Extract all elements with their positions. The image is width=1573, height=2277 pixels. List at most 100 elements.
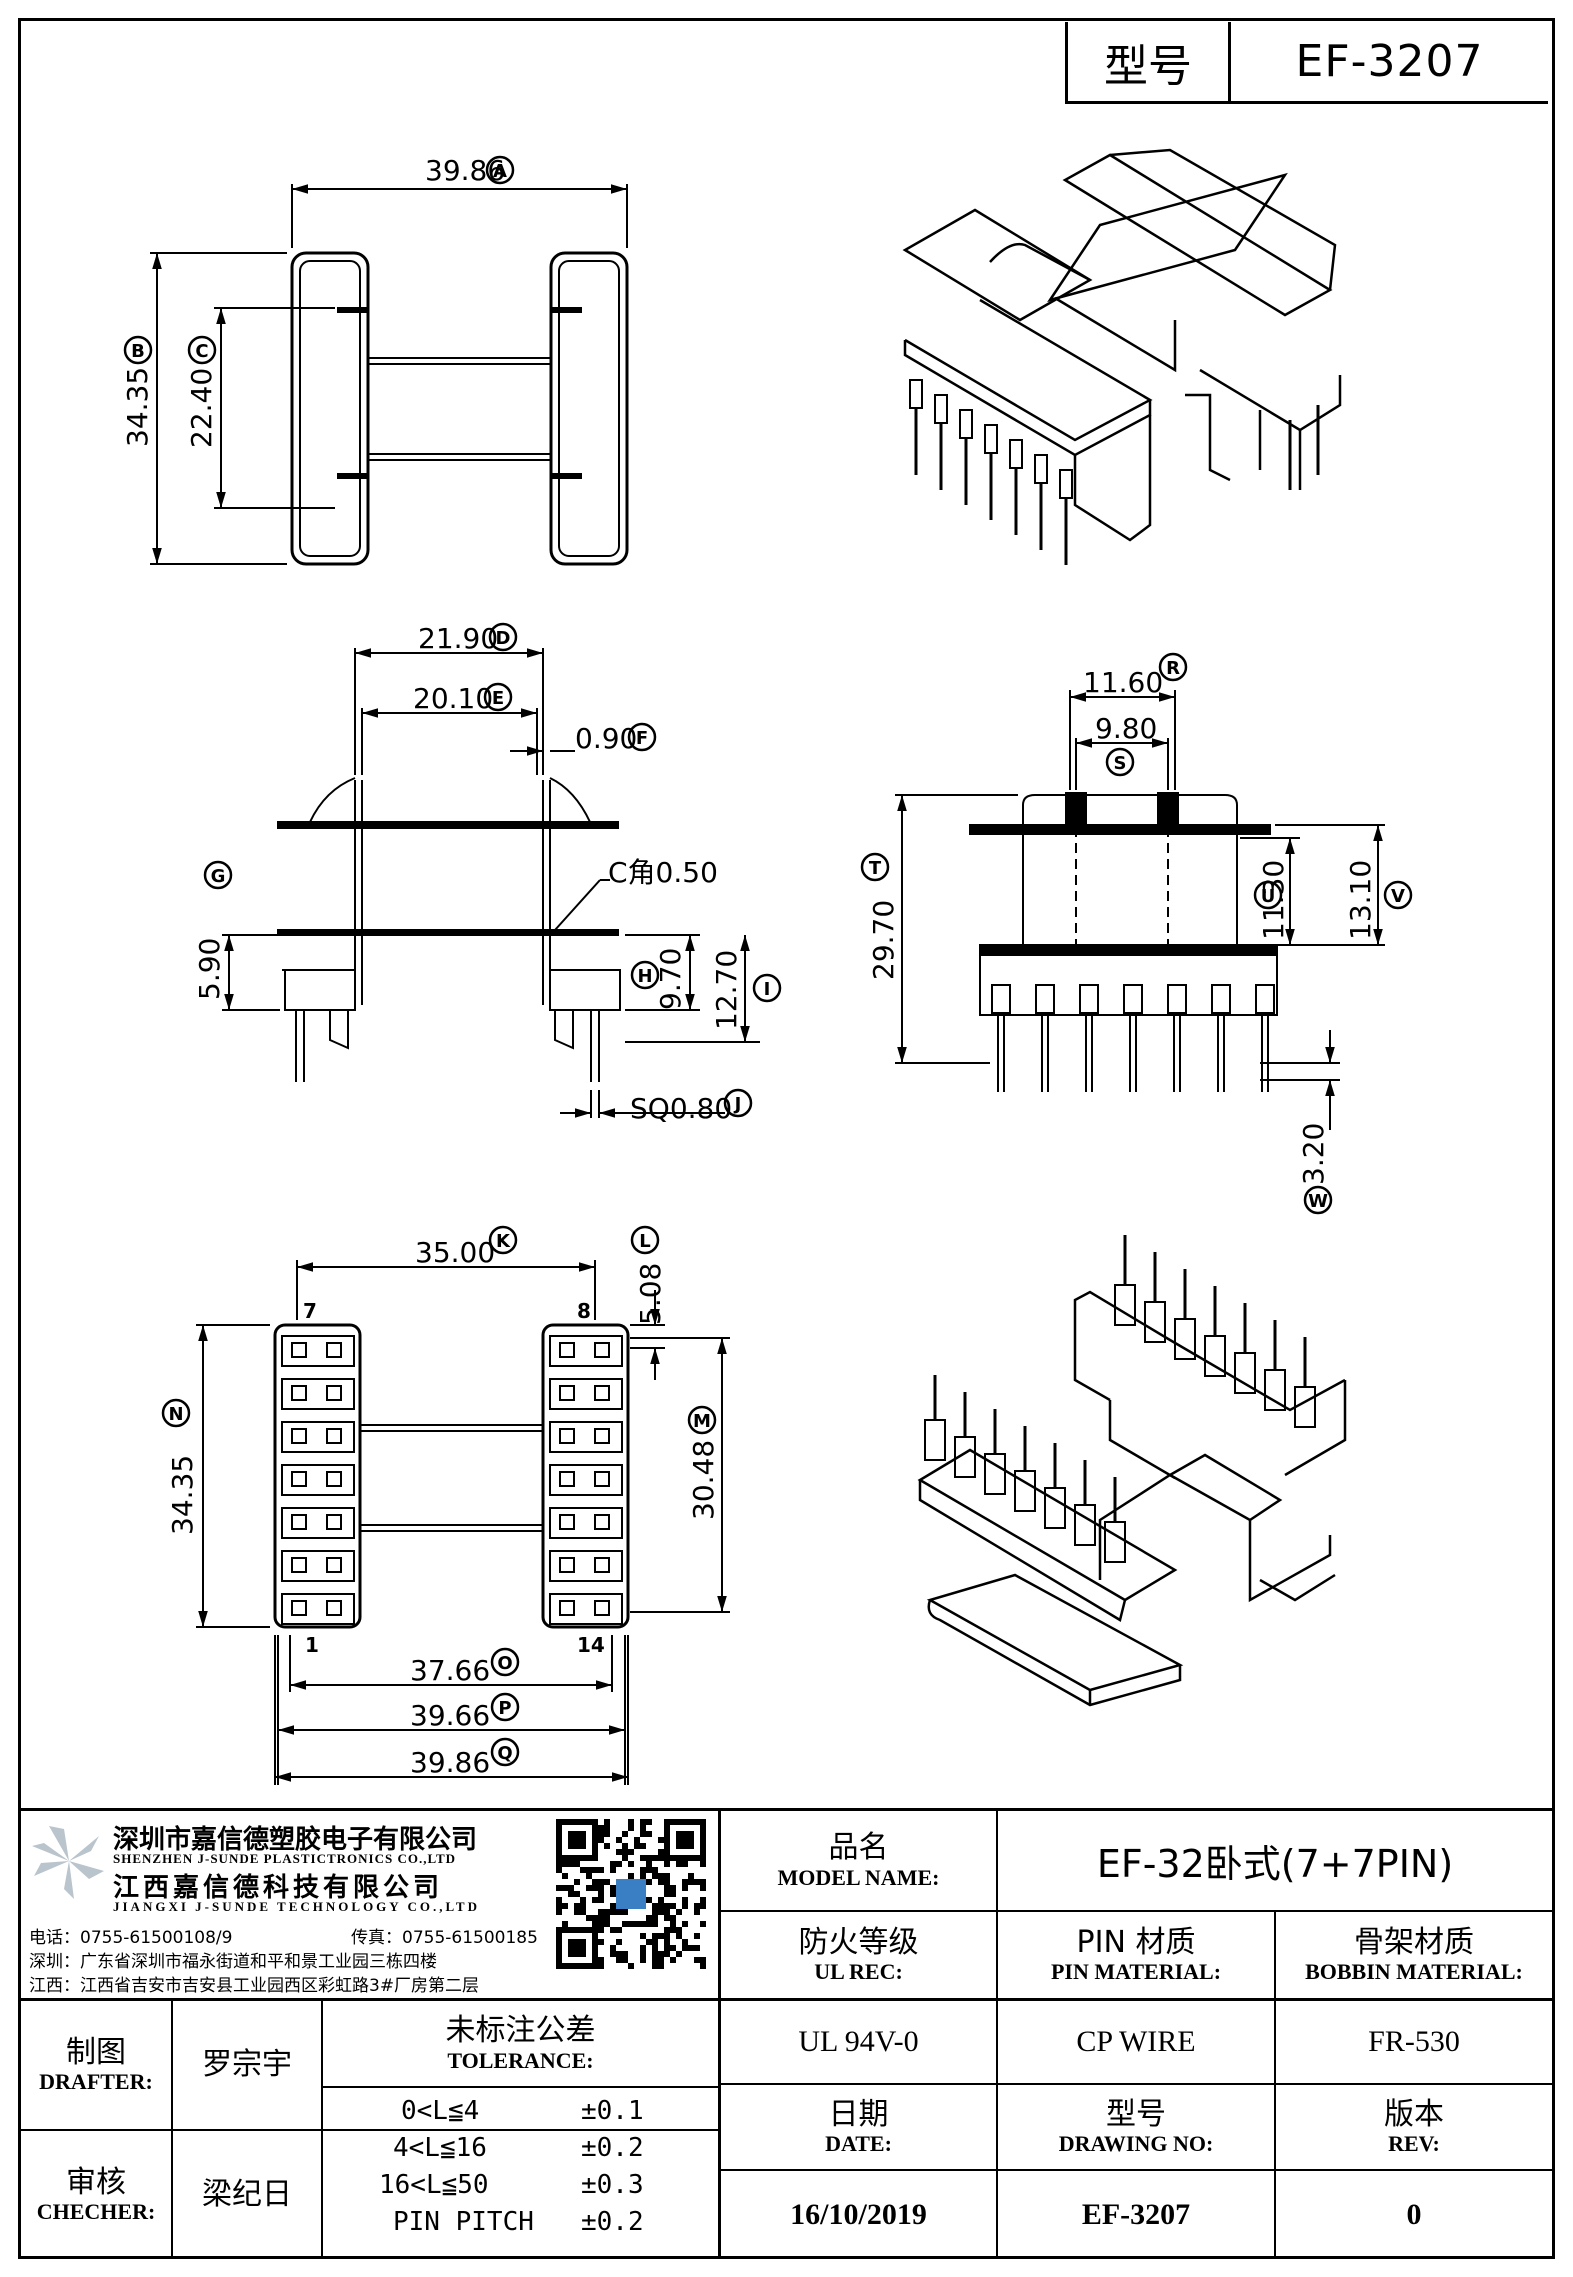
svg-text:T: T (869, 858, 882, 879)
dimension-marker-r: R (1158, 652, 1188, 682)
company-name-cn: 深圳市嘉信德塑胶电子有限公司 (113, 1825, 478, 1855)
dimension-marker-b: B (123, 335, 153, 365)
pin-pad (549, 1550, 623, 1582)
drawing-no-header: 型号 DRAWING NO: (1058, 2096, 1214, 2157)
svg-text:B: B (131, 341, 145, 362)
pin-pad (281, 1550, 355, 1582)
svg-text:I: I (764, 979, 771, 1000)
dimension-marker-w: W (1303, 1185, 1333, 1215)
tolerance-header: 未标注公差 TOLERANCE: (445, 2013, 596, 2073)
svg-text:N: N (168, 1404, 183, 1425)
dimension-marker-e: E (483, 682, 513, 712)
iso2-pin-front (924, 1375, 946, 1461)
iso2-pin-back (1144, 1252, 1166, 1343)
bobbin-material-value: FR-530 (1368, 2025, 1460, 2058)
dim-M-value: 30.48 (687, 1440, 720, 1520)
iso2-pin-back (1114, 1235, 1136, 1326)
dim-W-value: 3.20 (1297, 1123, 1330, 1185)
date-header: 日期 DATE: (825, 2096, 892, 2157)
title-block: 深圳市嘉信德塑胶电子有限公司 SHENZHEN J-SUNDE PLASTICT… (21, 1808, 1552, 2259)
dim-I-value: 12.70 (710, 950, 743, 1030)
company-name-en: SHENZHEN J-SUNDE PLASTICTRONICS CO.,LTD (113, 1851, 457, 1866)
model-box: 型号 EF-3207 (1065, 22, 1548, 104)
dimension-marker-i: I (752, 973, 782, 1003)
dim-K-value: 35.00 (415, 1236, 495, 1269)
model-value: EF-3207 (1295, 36, 1484, 87)
pin-pad (281, 1335, 355, 1367)
company-address-jiangxi: 江西：江西省吉安市吉安县工业园西区彩虹路3#厂房第二层 (29, 1976, 480, 1996)
dimension-marker-u: U (1253, 880, 1283, 910)
dim-chamfer-value: C角0.50 (608, 856, 718, 889)
dimension-marker-s: S (1105, 747, 1135, 777)
pin-pad (549, 1507, 623, 1539)
svg-text:K: K (496, 1231, 511, 1252)
bobbin-material-header: 骨架材质 BOBBIN MATERIAL: (1305, 1924, 1523, 1985)
svg-text:M: M (693, 1411, 711, 1432)
svg-text:A: A (493, 161, 507, 182)
tolerance-range-4: PIN PITCH (393, 2207, 534, 2237)
company2-name-cn: 江西嘉信德科技有限公司 (113, 1873, 444, 1903)
dim-H-value: 9.70 (654, 948, 687, 1010)
iso2-pin-front (954, 1392, 976, 1478)
pin-pad (549, 1464, 623, 1496)
pin-8-label: 8 (577, 1299, 591, 1323)
tolerance-value-2: ±0.2 (581, 2133, 644, 2163)
tolerance-range-1: 0<L≦4 (401, 2096, 480, 2126)
side-view (222, 648, 760, 1118)
dim-F-value: 0.90 (575, 722, 637, 755)
dimension-marker-q: Q (490, 1737, 520, 1767)
pin-pad (549, 1593, 623, 1625)
drawing-sheet (18, 18, 1555, 2259)
dim-V-value: 13.10 (1344, 860, 1377, 940)
svg-text:J: J (733, 1094, 742, 1115)
dimension-marker-h: H (630, 960, 660, 990)
svg-text:W: W (1308, 1191, 1328, 1212)
dimension-marker-g: G (203, 860, 233, 890)
tolerance-value-1: ±0.1 (581, 2096, 644, 2126)
dimension-marker-n: N (161, 1398, 191, 1428)
isometric-view-top (902, 148, 1342, 542)
svg-text:H: H (637, 966, 652, 987)
drawing-no-value: EF-3207 (1081, 2198, 1191, 2231)
iso-pin (909, 379, 923, 475)
pin-pad (281, 1464, 355, 1496)
iso2-pin-back (1174, 1269, 1196, 1360)
company-fax: 传真：0755-61500185 (351, 1928, 538, 1948)
front-pin (1035, 984, 1055, 1092)
ul-rec-header: 防火等级 UL REC: (798, 1924, 919, 1985)
drafter-header: 制图 DRAFTER: (39, 2034, 153, 2095)
company-info: 深圳市嘉信德塑胶电子有限公司 SHENZHEN J-SUNDE PLASTICT… (21, 1811, 721, 2001)
qr-code (556, 1819, 706, 1969)
dimension-marker-k: K (488, 1225, 518, 1255)
front-pin (1211, 984, 1231, 1092)
pin-pad (281, 1593, 355, 1625)
pin-pad (549, 1335, 623, 1367)
iso2-pin-back (1294, 1337, 1316, 1428)
front-pin (1167, 984, 1187, 1092)
svg-text:V: V (1391, 886, 1405, 907)
company-address-shenzhen: 深圳：广东省深圳市福永街道和平和景工业园三栋四楼 (29, 1952, 437, 1972)
model-label: 型号 (1068, 22, 1231, 101)
dim-C-value: 22.40 (185, 368, 218, 448)
dim-J-value: SQ0.80 (630, 1092, 732, 1125)
dimension-marker-a: A (485, 155, 515, 185)
dim-N-value: 34.35 (166, 1455, 199, 1535)
top-view (150, 184, 629, 566)
rev-header: 版本 REV: (1384, 2096, 1444, 2157)
iso2-pin-front (1104, 1477, 1126, 1563)
dim-E-value: 20.10 (413, 682, 493, 715)
dimension-marker-v: V (1383, 880, 1413, 910)
pin-pad (549, 1421, 623, 1453)
tolerance-range-2: 4<L≦16 (393, 2133, 487, 2163)
iso-pin (1059, 469, 1073, 565)
iso2-pin-back (1204, 1286, 1226, 1377)
dim-R-value: 11.60 (1083, 666, 1163, 699)
isometric-view-bottom-pins (924, 1235, 1316, 1563)
tolerance-value-4: ±0.2 (581, 2207, 644, 2237)
front-pin (1255, 984, 1275, 1092)
pin-pad (549, 1378, 623, 1410)
iso-pin (984, 424, 998, 520)
front-pin (991, 984, 1011, 1092)
pin-material-value: CP WIRE (1076, 2025, 1196, 2058)
